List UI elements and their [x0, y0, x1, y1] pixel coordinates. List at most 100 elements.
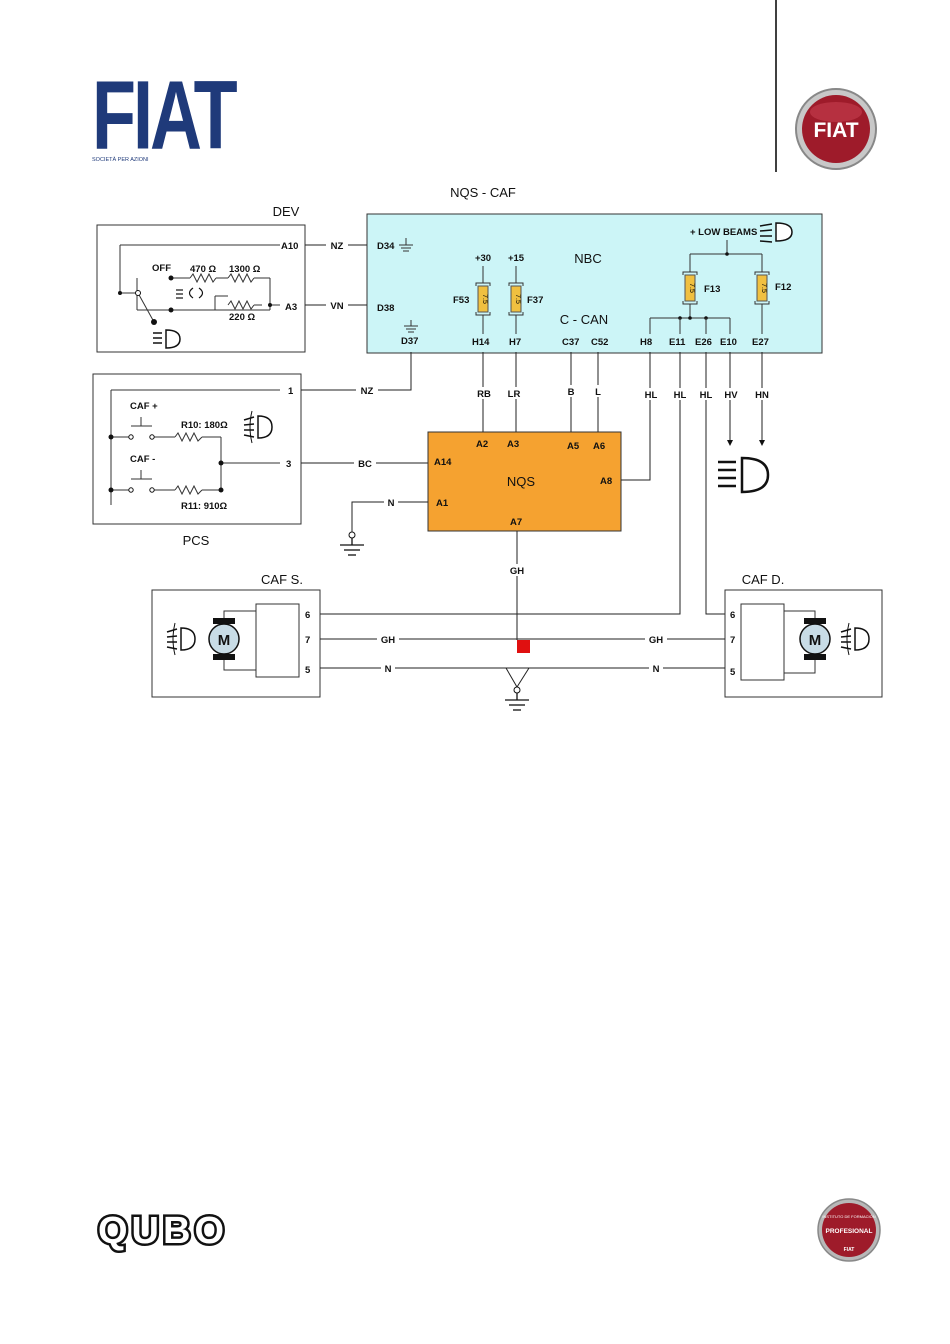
can-label: C - CAN	[560, 312, 608, 327]
pcs-pin-3: 3	[286, 459, 291, 470]
nqs-pin-a8: A8	[600, 476, 612, 487]
fuse-f12-label: F12	[775, 282, 791, 293]
pin-e27: E27	[752, 337, 769, 348]
fuse-f12: 7.5	[754, 271, 770, 305]
caf-s-pin-5: 5	[305, 665, 311, 676]
fiat-badge: FIAT	[795, 88, 877, 170]
nqs-title: NQS	[507, 474, 536, 489]
fuse-f53-label: F53	[453, 295, 469, 306]
nqs-pin-a14: A14	[434, 457, 452, 468]
dev-r3-label: 220 Ω	[229, 312, 255, 323]
parking-light-icon	[176, 287, 204, 299]
caf-d-pin-5: 5	[730, 667, 736, 678]
qubo-logo: QUBO QUBO	[96, 1208, 228, 1255]
fuse-f13-label: F13	[704, 284, 720, 295]
supply-15-label: +15	[508, 253, 525, 264]
splice-marker	[517, 640, 530, 653]
nqs-pin-a1: A1	[436, 498, 449, 509]
caf-d-title: CAF D.	[742, 572, 785, 587]
wire-n-a1: N	[388, 498, 395, 509]
fuse-f53: 7.5	[475, 282, 491, 316]
dev-off-label: OFF	[152, 263, 171, 274]
wire-gh-left: GH	[381, 635, 395, 646]
pcs-pin-1: 1	[288, 386, 294, 397]
svg-text:INSTITUTO DE FORMACIÓN: INSTITUTO DE FORMACIÓN	[822, 1214, 875, 1219]
pin-c37: C37	[562, 337, 579, 348]
dev-box	[96, 224, 306, 353]
nqs-pin-a3: A3	[507, 439, 519, 450]
ground-icon	[399, 238, 413, 252]
pin-d34: D34	[377, 241, 395, 252]
wire-lr: LR	[508, 389, 521, 400]
wire-l: L	[595, 387, 601, 398]
pin-h7: H7	[509, 337, 521, 348]
dev-pin-a3: A3	[285, 302, 297, 313]
svg-text:7.5: 7.5	[481, 294, 488, 304]
svg-text:QUBO: QUBO	[98, 1210, 228, 1252]
dev-r1-label: 470 Ω	[190, 264, 216, 275]
wire-gh-right: GH	[649, 635, 663, 646]
headlight-level-icon	[840, 622, 870, 656]
wire-b: B	[568, 387, 575, 398]
motor-icon: M	[799, 618, 831, 660]
pin-d38: D38	[377, 303, 394, 314]
pin-h8: H8	[640, 337, 652, 348]
ground-icon	[340, 538, 364, 556]
svg-text:M: M	[218, 632, 231, 649]
svg-text:PROFESIONAL: PROFESIONAL	[826, 1228, 873, 1235]
svg-text:FIAT: FIAT	[813, 119, 858, 142]
caf-d-pin-7: 7	[730, 635, 735, 646]
svg-text:FIAT: FIAT	[92, 62, 237, 170]
svg-text:SOCIETÀ PER AZIONI: SOCIETÀ PER AZIONI	[92, 156, 149, 163]
low-beams-label: + LOW BEAMS	[690, 227, 757, 238]
ground-icon	[404, 320, 418, 333]
pcs-r11-label: R11: 910Ω	[181, 501, 228, 512]
school-badge: INSTITUTO DE FORMACIÓN PROFESIONAL FIAT	[817, 1198, 881, 1262]
wire-n-right: N	[653, 664, 660, 675]
ground-icon	[505, 693, 529, 711]
svg-text:7.5: 7.5	[688, 283, 695, 293]
nbc-label: NBC	[574, 251, 601, 266]
svg-text:FIAT: FIAT	[844, 1247, 855, 1253]
nqs-pin-a7: A7	[510, 517, 522, 528]
svg-text:M: M	[809, 632, 822, 649]
motor-icon: M	[208, 618, 240, 660]
fuse-f13: 7.5	[682, 271, 698, 305]
pin-e10: E10	[720, 337, 737, 348]
wire-hl-e11: HL	[674, 390, 687, 401]
pcs-box	[92, 373, 302, 525]
pcs-title: PCS	[183, 533, 210, 548]
wire-n-left: N	[385, 664, 392, 675]
nbc-block	[366, 213, 823, 354]
fuse-f37-label: F37	[527, 295, 543, 306]
nqs-pin-a2: A2	[476, 439, 488, 450]
fiat-logo: FIAT SOCIETÀ PER AZIONI	[92, 62, 240, 170]
pcs-caf-plus-label: CAF +	[130, 401, 158, 412]
dev-title: DEV	[273, 204, 300, 219]
wire-bc: BC	[358, 459, 372, 470]
wire-hl-e26: HL	[700, 390, 713, 401]
svg-text:7.5: 7.5	[760, 283, 767, 293]
wire-vn: VN	[330, 301, 343, 312]
nqs-pin-a5: A5	[567, 441, 580, 452]
pin-h14: H14	[472, 337, 490, 348]
caf-s-pin-7: 7	[305, 635, 310, 646]
pin-e26: E26	[695, 337, 712, 348]
wire-hn: HN	[755, 390, 769, 401]
pin-e11: E11	[669, 337, 686, 348]
headlight-icon	[718, 456, 770, 494]
nqs-block	[427, 431, 622, 532]
headlight-icon	[759, 222, 793, 243]
dev-r2-label: 1300 Ω	[229, 264, 261, 275]
wire-nz-pcs: NZ	[361, 386, 374, 397]
supply-30-label: +30	[475, 253, 491, 264]
nbc-block-title: NQS - CAF	[450, 185, 516, 200]
wire-hv: HV	[724, 390, 738, 401]
caf-s-title: CAF S.	[261, 572, 303, 587]
caf-s-pin-6: 6	[305, 610, 310, 621]
caf-d-pin-6: 6	[730, 610, 735, 621]
nqs-pin-a6: A6	[593, 441, 605, 452]
dev-pin-a10: A10	[281, 241, 298, 252]
wire-nz-top: NZ	[331, 241, 344, 252]
svg-text:QUBO: QUBO	[98, 1210, 228, 1252]
